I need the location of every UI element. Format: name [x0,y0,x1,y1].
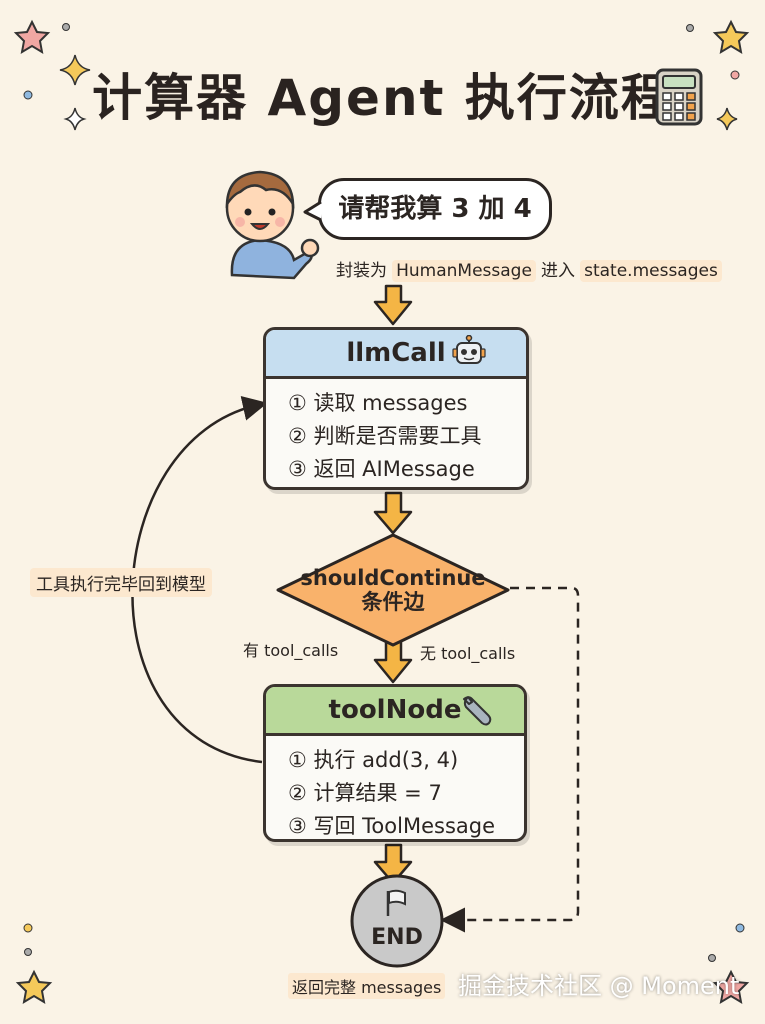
state-messages-tag: state.messages [580,260,722,282]
tool-node: toolNode ① 执行 add(3, 4) ② 计算结果 = 7 ③ 写回 … [263,684,527,842]
wrench-icon [463,696,492,726]
human-message-tag: HumanMessage [392,260,536,282]
tool-step: ③ 写回 ToolMessage [288,814,496,838]
edge-label-no-tool-calls: 无 tool_calls [420,644,516,663]
decision-title: shouldContinue [300,566,486,590]
tool-node-header: toolNode [266,687,524,736]
tool-step: ① 执行 add(3, 4) [288,748,459,772]
calculator-icon [655,68,703,126]
down-arrow [373,284,413,326]
star-icon [13,19,51,54]
down-arrow [373,491,413,535]
loop-back-label: 工具执行完毕回到模型 [30,568,212,597]
star-icon [712,19,750,54]
llm-step: ③ 返回 AIMessage [288,457,475,481]
down-arrow [373,843,413,885]
llm-call-steps: ① 读取 messages ② 判断是否需要工具 ③ 返回 AIMessage [266,379,526,486]
star-icon [15,969,53,1004]
star-icon [712,969,750,1004]
decision-label: shouldContinue 条件边 [278,566,508,614]
tool-node-steps: ① 执行 add(3, 4) ② 计算结果 = 7 ③ 写回 ToolMessa… [266,736,524,839]
sparkle-icon [63,107,87,131]
sparkle-icon [59,54,738,131]
speech-bubble-tail [303,200,322,222]
llm-call-node: llmCall ① 读取 messages ② 判断是否需要工具 ③ 返回 AI… [263,327,529,490]
watermark: 掘金技术社区 @ Moment [458,972,740,1000]
edge-label-has-tool-calls: 有 tool_calls [243,641,339,660]
decision-subtitle: 条件边 [361,590,425,614]
dashed-end-edge [440,586,580,933]
llm-step: ② 判断是否需要工具 [288,424,482,448]
llm-call-title: llmCall [346,338,446,368]
robot-icon [452,335,486,364]
llm-step: ① 读取 messages [288,391,468,415]
wrap-note-middle: 进入 [541,261,576,281]
end-label: END [371,925,423,950]
decision-diamond [276,533,510,647]
wrap-note-prefix: 封装为 [336,261,387,281]
flag-icon [386,889,406,916]
tool-step: ② 计算结果 = 7 [288,781,442,805]
avatar [225,170,320,280]
decor-dots [23,23,745,962]
llm-call-header: llmCall [266,330,526,379]
tool-node-title: toolNode [328,695,462,725]
end-node [350,874,444,968]
return-note: 返回完整 messages [288,973,446,999]
page-title: 计算器 Agent 执行流程 [92,69,673,127]
wrap-note: 封装为 HumanMessage 进入 state.messages [336,256,722,282]
